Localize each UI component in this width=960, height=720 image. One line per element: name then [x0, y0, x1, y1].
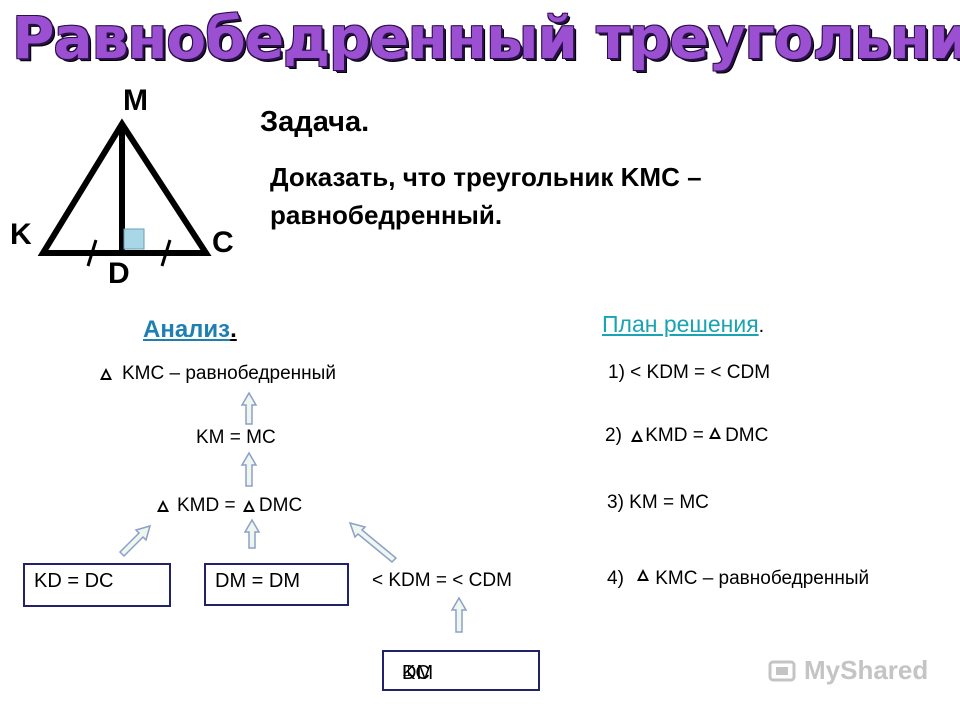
analysis-step-km-eq-mc: KM = MC: [196, 427, 276, 448]
analysis-step3-left: KMD =: [177, 495, 236, 516]
triangle-icon: [157, 500, 169, 512]
myshared-logo-icon: [768, 660, 796, 681]
plan-item2-left: KMD =: [645, 425, 704, 446]
triangle-icon: [631, 430, 644, 442]
plan-item-2: 2) KMD = DMC: [605, 425, 768, 447]
plan-item4-num: 4): [607, 568, 624, 589]
analysis-angles-equal: < KDM = < CDM: [372, 570, 512, 591]
plan-item4-text: KMC – равнобедренный: [655, 568, 870, 589]
point-label-k: K: [10, 218, 32, 251]
plan-item-3: 3) KM = MC: [607, 492, 709, 513]
watermark-text: MyShared: [804, 655, 929, 685]
tick-mark-dc: [160, 239, 172, 267]
plan-heading-text: План решения: [602, 311, 759, 337]
plan-item-1: 1) < KDM = < CDM: [608, 362, 771, 383]
triangle-figure: [37, 118, 212, 267]
triangle-icon: [637, 569, 650, 581]
right-angle-mark: [123, 228, 145, 250]
fact-box-text: DM ⊥ KC: [393, 657, 433, 684]
fact-box-dm-eq-dm: DM = DM: [204, 563, 349, 606]
arrow-up-icon: [240, 391, 258, 425]
point-label-c: C: [212, 226, 234, 259]
perp-left: DM: [402, 662, 434, 684]
analysis-step3-right: DMC: [258, 495, 303, 516]
plan-item2-num: 2): [605, 425, 622, 446]
arrow-up-icon: [450, 596, 468, 633]
arrow-diagonal-icon: [118, 524, 152, 558]
arrow-up-icon: [240, 451, 258, 487]
point-label-m: M: [123, 84, 148, 117]
triangle-icon: [709, 427, 722, 439]
tick-mark-kd: [86, 239, 98, 267]
analysis-step-kmd-eq-dmc: KMD = DMC: [157, 495, 302, 517]
task-statement-line1: Доказать, что треугольник KMC –: [270, 162, 702, 192]
task-heading: Задача.: [260, 106, 370, 138]
analysis-heading-dot: .: [230, 316, 237, 343]
arrow-up-icon: [243, 518, 261, 549]
triangle-icon: [242, 500, 255, 512]
plan-item-4: 4) KMC – равнобедренный: [607, 568, 869, 590]
triangle-icon: [100, 368, 112, 380]
page-title: Равнобедренный треугольник: [12, 4, 960, 72]
analysis-heading-text: Анализ: [143, 316, 231, 343]
perp-right: KC: [402, 662, 430, 684]
fact-box-dm-perp-kc: DM ⊥ KC: [382, 650, 540, 691]
plan-heading-dot: .: [758, 315, 765, 337]
watermark: MyShared: [768, 655, 928, 686]
perpendicular-icon: ⊥: [402, 663, 416, 680]
plan-item2-right: DMC: [725, 425, 769, 446]
plan-heading: План решения.: [602, 311, 764, 338]
analysis-heading: Анализ.: [143, 316, 237, 344]
analysis-step-kmc-isosceles: KMC – равнобедренный: [100, 363, 336, 385]
point-label-d: D: [108, 257, 130, 290]
task-statement-line2: равнобедренный.: [270, 200, 503, 230]
fact-box-text: KD = DC: [34, 570, 114, 592]
arrow-diagonal-icon: [348, 521, 398, 564]
fact-box-text: DM = DM: [215, 570, 300, 592]
fact-box-kd-eq-dc: KD = DC: [23, 563, 171, 607]
analysis-step1-text: KMC – равнобедренный: [122, 363, 336, 384]
